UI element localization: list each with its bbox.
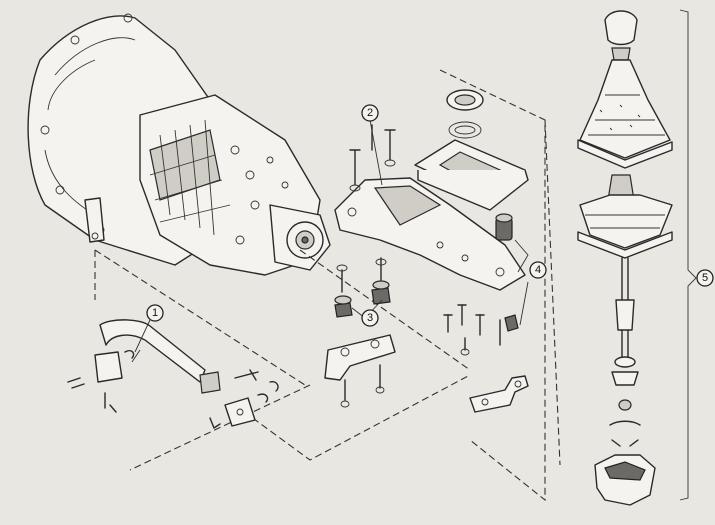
- spring-blocks-bolts: [443, 213, 529, 413]
- callout-5: 5: [696, 269, 714, 287]
- callout-1: 1: [134, 304, 164, 353]
- callout-1-label: 1: [152, 307, 158, 319]
- callout-2-label: 2: [367, 107, 373, 119]
- gear-lever-assembly: [577, 9, 697, 506]
- transmission-housing: [27, 13, 331, 276]
- mount-bracket-assembly: [324, 257, 396, 408]
- callout-3-label: 3: [367, 312, 373, 324]
- shift-carrier-plate: [334, 119, 526, 291]
- assembly-guide-lines: [94, 69, 561, 502]
- selector-rod-assembly: [67, 319, 279, 429]
- callout-3: 3: [361, 309, 379, 327]
- callout-4-label: 4: [535, 264, 541, 276]
- boot-seal-rings: [414, 89, 529, 211]
- callout-5-label: 5: [702, 272, 708, 284]
- callout-4: 4: [529, 261, 547, 279]
- callout-2: 2: [361, 104, 379, 122]
